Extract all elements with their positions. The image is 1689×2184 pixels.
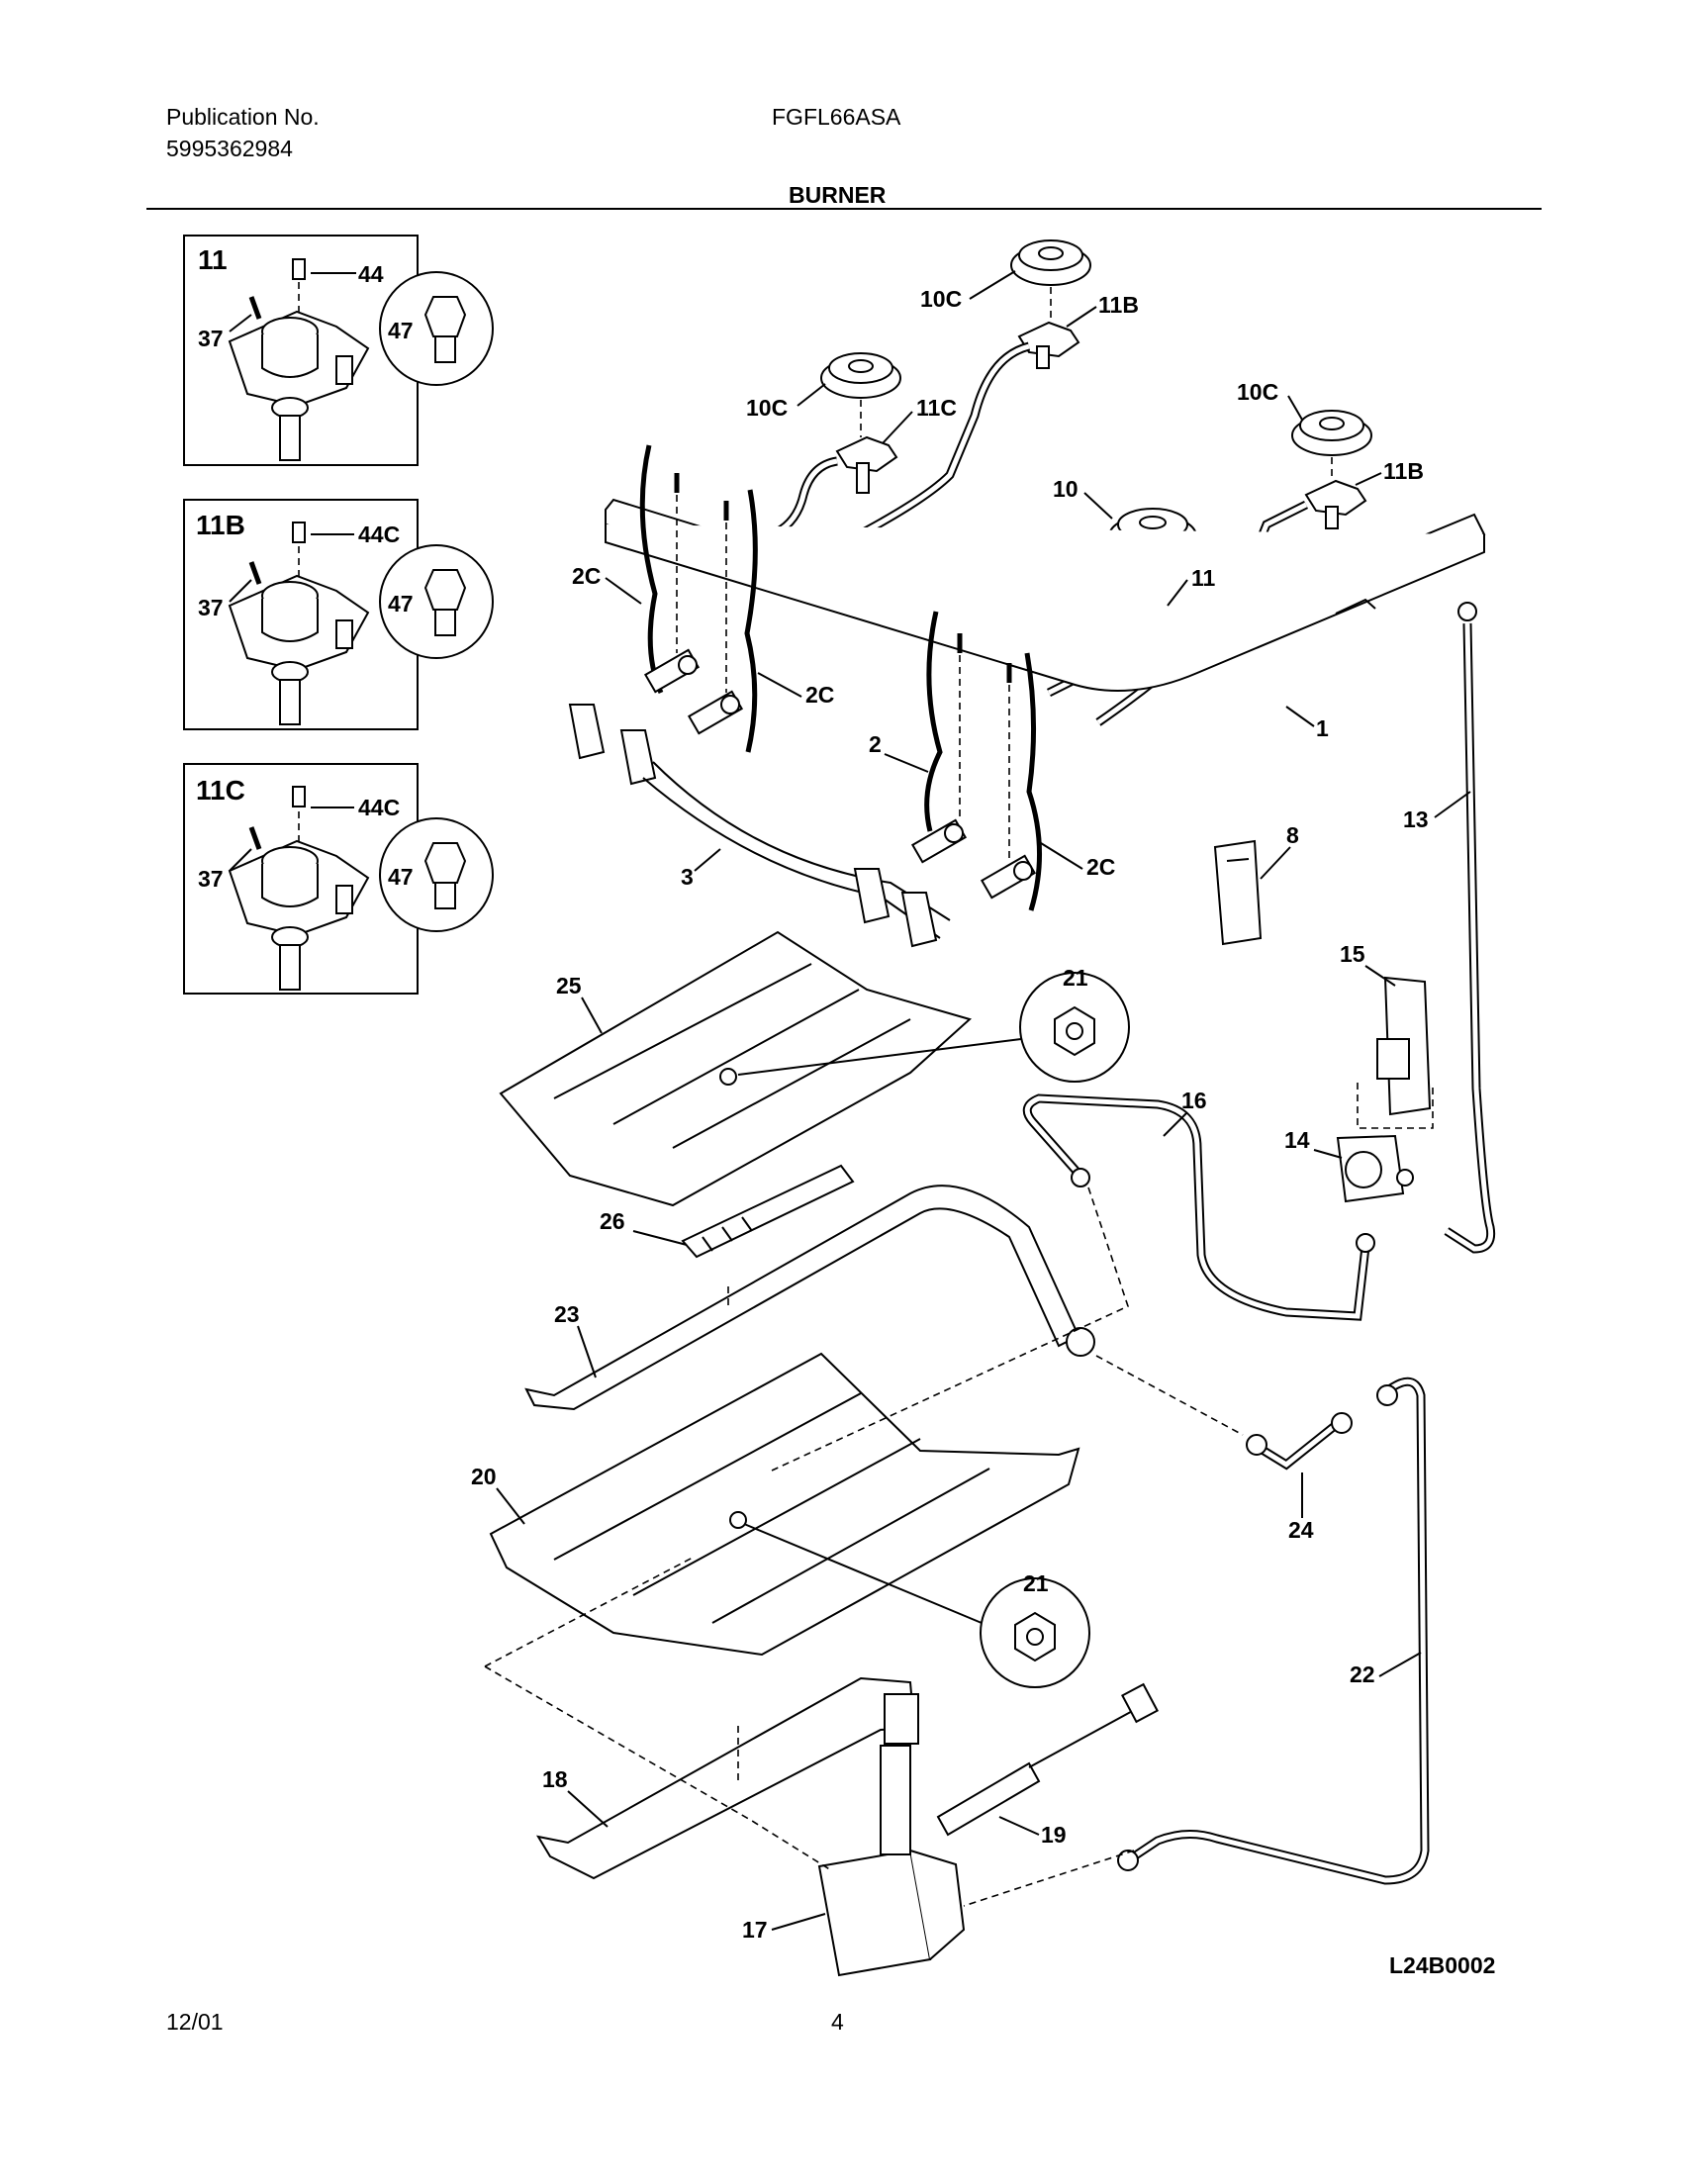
regulator-14 [1336,1134,1414,1203]
callout-label: 23 [554,1301,580,1327]
igniter-19 [936,1682,1159,1837]
callout-label: 37 [198,595,224,620]
heat-shield-25 [499,930,973,1207]
callout-label: 15 [1340,941,1365,967]
callout-label: 10 [1053,476,1079,502]
callout-label: 2C [805,682,834,708]
callout-label: 22 [1350,1662,1375,1687]
callout-label: 47 [388,591,414,617]
burner-head-11B-right [1304,479,1367,529]
callout-label: 18 [542,1766,568,1792]
valve-17 [817,1745,966,1977]
burner-cap-10C-rear-left [1010,239,1091,286]
callout-label: 37 [198,866,224,892]
callout-label: 21 [1023,1570,1049,1596]
elbow-24 [1246,1412,1353,1471]
callout-label: 2 [869,731,882,757]
callout-label: 37 [198,326,224,351]
callout-label: 24 [1288,1517,1314,1543]
valve [643,648,701,694]
burner-head-detail [228,786,370,991]
callout-label: 14 [1284,1127,1310,1153]
inset-11: 11 44 37 47 [183,235,494,466]
header-rule [146,208,1542,210]
callout-label: 21 [1063,965,1088,991]
bracket-3 [568,704,951,948]
publication-number: 5995362984 [166,136,293,161]
callout-label: 47 [388,864,414,890]
burner-head-11C [835,435,898,494]
callout-label: 8 [1286,822,1299,848]
callout-label: 44C [358,795,400,820]
callout-label: 11B [1098,292,1139,318]
tube-22 [1117,1377,1430,1885]
callout-label: 13 [1403,807,1429,832]
inset-11C: 11C 44C 37 47 [183,763,494,995]
callout-label: 2C [1086,854,1115,880]
publication-label: Publication No. [166,104,320,130]
valve [980,854,1037,900]
callout-label: 47 [388,318,414,343]
burner-23 [524,1185,1095,1411]
manifold-frame [605,498,1486,692]
callout-label: 3 [681,864,694,890]
diagram-code: L24B0002 [1389,1952,1495,1978]
callout-label: 11 [1191,565,1216,591]
callout-label: 10C [746,395,788,421]
callout-label: 44C [358,522,400,547]
valve [910,818,968,864]
burner-cap-10C-right [1291,410,1372,456]
inset-title: 11 [198,244,228,275]
baffle-20 [489,1352,1080,1657]
callout-label: 44 [358,261,384,287]
inset-title: 11C [196,775,245,806]
callout-label: 10C [920,286,962,312]
callout-label: 20 [471,1464,497,1489]
callout-label: 25 [556,973,582,998]
bracket-15 [1357,976,1434,1129]
burner-head-detail [228,522,370,725]
burner-cap-10C-left [820,352,901,399]
orifice-tube-26 [681,1164,855,1259]
callout-label: 19 [1041,1822,1067,1848]
callout-label: 17 [742,1917,768,1943]
spark-module-8 [1213,839,1263,946]
inset-11B: 11B 44C 37 47 [183,499,494,730]
callout-label: 16 [1181,1088,1207,1113]
inset-title: 11B [196,510,245,540]
callout-label: 2C [572,563,601,589]
callout-label: 10C [1237,379,1278,405]
callout-label: 11C [916,395,957,421]
callout-label: 26 [600,1208,625,1234]
model-number: FGFL66ASA [772,104,901,130]
valve [687,690,744,735]
tube-13 [1444,602,1496,1254]
burner-18 [535,1676,919,1880]
callout-label: 1 [1316,715,1329,741]
footer-date: 12/01 [166,2009,224,2035]
footer-page-number: 4 [831,2009,844,2035]
burner-head-11B-rear [1017,321,1080,369]
tube-16 [1022,1093,1375,1321]
burner-head-detail [228,258,370,461]
callout-label: 11B [1383,458,1424,484]
section-title: BURNER [789,182,887,208]
